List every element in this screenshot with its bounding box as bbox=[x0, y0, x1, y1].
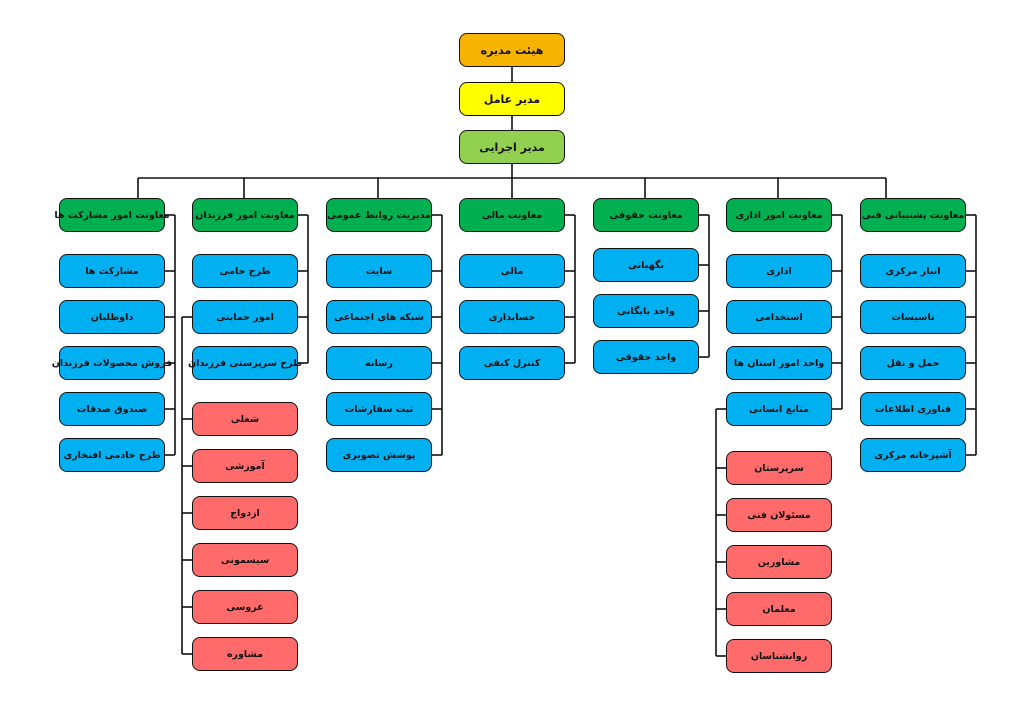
ceo-box: مدیر عامل bbox=[459, 82, 565, 116]
subunit-support-2: ازدواج bbox=[192, 496, 298, 530]
dept-participation: معاونت امور مشارکت ها bbox=[54, 198, 170, 232]
subunit-hr-2: مشاورین bbox=[726, 545, 832, 579]
dept-technical-support: معاونت پشتیبانی فنی bbox=[860, 198, 966, 232]
unit-children-0: طرح حامی bbox=[192, 254, 298, 288]
unit-admin-2: واحد امور استان ها bbox=[726, 346, 832, 380]
unit-tech-1: تاسیسات bbox=[860, 300, 966, 334]
unit-pr-0: سایت bbox=[326, 254, 432, 288]
subunit-support-0: شغلی bbox=[192, 402, 298, 436]
unit-admin-0: اداری bbox=[726, 254, 832, 288]
dept-legal: معاونت حقوقی bbox=[593, 198, 699, 232]
unit-legal-0: نگهبانی bbox=[593, 248, 699, 282]
unit-tech-4: آشپزخانه مرکزی bbox=[860, 438, 966, 472]
unit-pr-2: رسانه bbox=[326, 346, 432, 380]
unit-pr-1: شبکه های اجتماعی bbox=[326, 300, 432, 334]
dept-administrative: معاونت امور اداری bbox=[726, 198, 832, 232]
unit-participation-1: داوطلبان bbox=[59, 300, 165, 334]
unit-participation-3: صندوق صدقات bbox=[59, 392, 165, 426]
unit-children-1: امور حمایتی bbox=[192, 300, 298, 334]
dept-public-relations: مدیریت روابط عمومی bbox=[326, 198, 432, 232]
unit-participation-0: مشارکت ها bbox=[59, 254, 165, 288]
subunit-hr-1: مسئولان فنی bbox=[726, 498, 832, 532]
unit-participation-2: فروش محصولات فرزندان bbox=[52, 346, 172, 380]
subunit-hr-0: سرپرستان bbox=[726, 451, 832, 485]
subunit-support-4: عروسی bbox=[192, 590, 298, 624]
unit-tech-2: حمل و نقل bbox=[860, 346, 966, 380]
unit-finance-0: مالی bbox=[459, 254, 565, 288]
unit-finance-2: کنترل کیفی bbox=[459, 346, 565, 380]
executive-box: مدیر اجرایی bbox=[459, 130, 565, 164]
subunit-support-1: آموزشی bbox=[192, 449, 298, 483]
unit-children-2: طرح سرپرستی فرزندان bbox=[188, 346, 302, 380]
unit-participation-4: طرح خادمی افتخاری bbox=[59, 438, 165, 472]
unit-finance-1: حسابداری bbox=[459, 300, 565, 334]
unit-legal-1: واحد بایگانی bbox=[593, 294, 699, 328]
dept-children: معاونت امور فرزندان bbox=[192, 198, 298, 232]
unit-tech-0: انبار مرکزی bbox=[860, 254, 966, 288]
unit-admin-1: استخدامی bbox=[726, 300, 832, 334]
subunit-support-5: مشاوره bbox=[192, 637, 298, 671]
unit-pr-3: ثبت سفارشات bbox=[326, 392, 432, 426]
dept-finance: معاونت مالی bbox=[459, 198, 565, 232]
subunit-hr-4: روانشناسان bbox=[726, 639, 832, 673]
unit-pr-4: پوشش تصویری bbox=[326, 438, 432, 472]
unit-admin-3: منابع انسانی bbox=[726, 392, 832, 426]
subunit-support-3: سیسمونی bbox=[192, 543, 298, 577]
unit-legal-2: واحد حقوقی bbox=[593, 340, 699, 374]
subunit-hr-3: معلمان bbox=[726, 592, 832, 626]
unit-tech-3: فناوری اطلاعات bbox=[860, 392, 966, 426]
board-box: هیئت مدیره bbox=[459, 33, 565, 67]
